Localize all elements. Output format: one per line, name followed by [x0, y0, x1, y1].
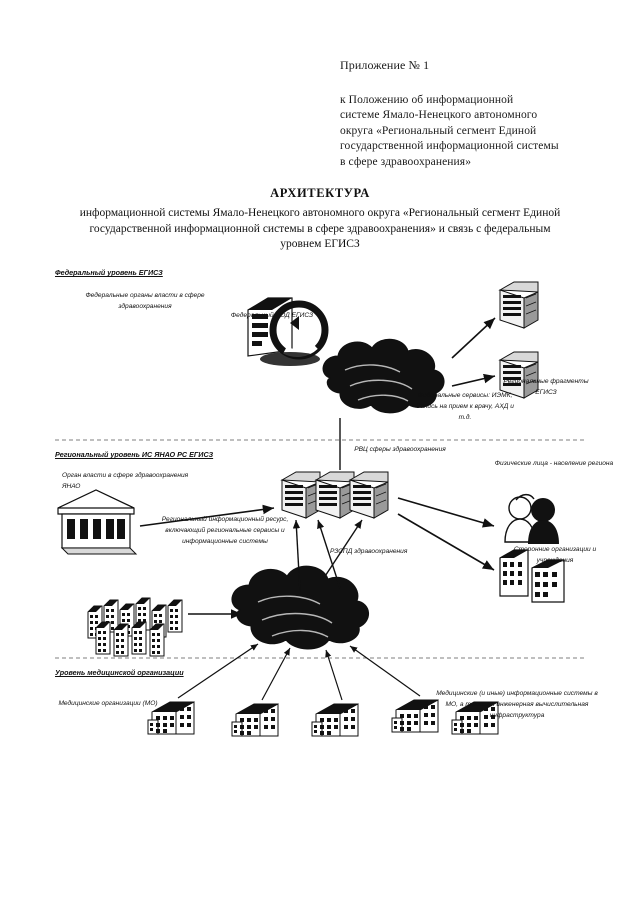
arrow-cloud-to-rack-2: [317, 519, 341, 589]
header-line-5: в сфере здравоохранения»: [340, 155, 472, 168]
arrow-cloud-to-rack-1: [292, 519, 301, 593]
header-line-3: округа «Региональный сегмент Единой: [340, 124, 537, 137]
federal-authorities-icon: [87, 597, 183, 657]
document-header: Приложение № 1 к Положению об информацио…: [340, 58, 600, 170]
band-label-regional: Региональный уровень ИС ЯНАО РС ЕГИСЗ: [55, 450, 214, 459]
label-federal-authorities: Федеральные органы власти в сфере здраво…: [85, 292, 205, 310]
arrow-rvc-to-third-parties: [397, 513, 495, 571]
individuals-people-icon: [504, 493, 559, 544]
band-label-federal: Федеральный уровень ЕГИСЗ: [55, 268, 163, 277]
label-regional-fragments: Региональные фрагменты ЕГИСЗ: [503, 378, 589, 396]
arrow-cloud-to-fragment-1: [451, 317, 496, 359]
label-rvc-health: РВЦ сферы здравоохранения: [354, 446, 446, 453]
label-yanao-health-authority: Орган власти в сфере здравоохранения ЯНА…: [62, 472, 189, 490]
page-title: АРХИТЕКТУРА: [270, 186, 370, 200]
arrow-mo1-to-cloud: [177, 643, 259, 699]
page-subtitle: информационной системы Ямало-Ненецкого а…: [79, 207, 561, 250]
label-individuals: Физические лица - население региона: [494, 460, 614, 467]
federal-cloud-icon: [322, 338, 445, 414]
title-block: АРХИТЕКТУРА информационной системы Ямало…: [70, 186, 570, 253]
arrow-cloud-to-fragment-2: [451, 373, 496, 387]
label-regional-resource: Региональный информационный ресурс, вклю…: [161, 516, 289, 545]
label-medical-orgs: Медицинские организации (МО): [58, 700, 158, 707]
arrow-cloud-to-rack-3: [311, 519, 363, 597]
yanao-health-authority-icon: [57, 489, 138, 555]
rvc-server-racks-icon: [281, 471, 389, 519]
label-third-parties: Сторонние организации и учреждения: [513, 546, 597, 564]
label-federal-datacenter: Федеральный ЦОД ЕГИСЗ: [230, 312, 314, 319]
arrow-rvc-to-individuals: [397, 497, 495, 528]
header-line-4: государственной информационной системы: [340, 140, 559, 152]
federal-datacenter-icon: [247, 297, 329, 366]
header-line-1: к Положению об информационной: [340, 93, 514, 106]
regional-cloud-icon: [231, 565, 369, 650]
label-mis-infrastructure: Медицинские (и иные) информационные сист…: [436, 690, 598, 719]
arrow-mo3-to-cloud: [325, 649, 343, 701]
label-rzspd: РЗСПД здравоохранения: [330, 548, 408, 555]
header-line-2: системе Ямало-Ненецкого автономного: [340, 109, 538, 121]
arrow-mo4-to-cloud: [349, 645, 421, 697]
architecture-diagram: Федеральный уровень ЕГИСЗ Региональный у…: [0, 258, 640, 778]
appendix-number: Приложение № 1: [340, 58, 430, 72]
band-label-medical: Уровень медицинской организации: [55, 668, 184, 677]
third-party-orgs-icon: [499, 549, 565, 603]
diagram-canvas: [55, 281, 585, 737]
arrow-mo2-to-cloud: [261, 647, 291, 701]
arrow-authority-to-rvc: [139, 504, 275, 527]
label-federal-services: Федеральные сервисы: ИЭМК, Запись на при…: [416, 392, 514, 421]
